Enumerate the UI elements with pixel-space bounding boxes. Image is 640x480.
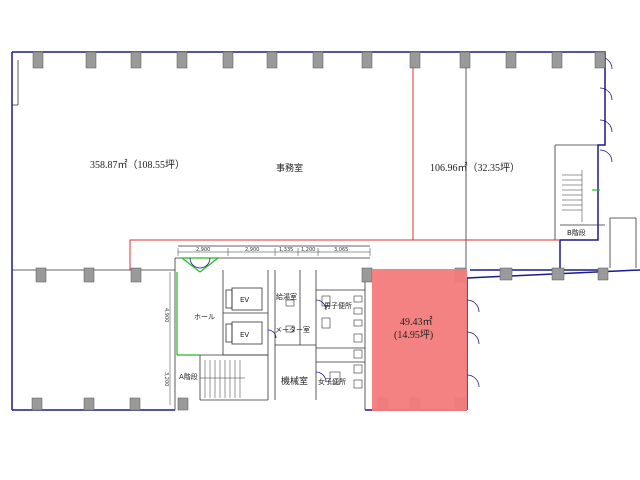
dimension-4: 1,200 — [301, 247, 316, 253]
dimension-vertical-2: 3,200 — [163, 372, 169, 387]
elevator-shafts — [225, 287, 263, 345]
dimension-1: 2,900 — [196, 247, 211, 253]
mens-toilet-label: 男子便所 — [324, 302, 352, 310]
hall-boundary — [176, 189, 600, 356]
dimension-lines — [169, 248, 371, 405]
highlight-area-tsubo: (14.95坪) — [394, 330, 434, 341]
office-label: 事務室 — [276, 164, 304, 174]
meter-room-label: メーター室 — [275, 326, 310, 334]
ev1-label: EV — [240, 296, 250, 304]
womens-toilet-label: 女子便所 — [318, 378, 346, 386]
stair-a-treads — [200, 360, 245, 398]
kyuto-label: 給湯室 — [276, 293, 297, 301]
main-office-area: 358.87㎡（108.55坪） — [90, 160, 185, 171]
stair-b-label: B階段 — [567, 229, 586, 237]
dimension-2: 2,900 — [245, 247, 260, 253]
exterior-walls — [11, 51, 640, 411]
interior-lines — [12, 52, 637, 410]
dimension-vertical-1: 4,900 — [163, 308, 169, 323]
highlight-area-sqm: 49.43㎡ — [400, 317, 433, 328]
hall-label: ホール — [194, 313, 215, 321]
tenant-division-lines — [129, 56, 560, 270]
dimension-5: 3,065 — [334, 247, 349, 253]
highlighted-vacancy — [372, 269, 467, 411]
stair-b-treads — [562, 170, 583, 222]
columns — [31, 51, 609, 411]
stair-a-label: A階段 — [179, 373, 198, 381]
machine-room-label: 機械室 — [281, 377, 309, 387]
toilet-fixtures — [285, 295, 363, 389]
dimension-3: 1,335 — [279, 247, 294, 253]
ev2-label: EV — [240, 331, 250, 339]
east-office-area: 106.96㎡（32.35坪） — [430, 163, 520, 174]
